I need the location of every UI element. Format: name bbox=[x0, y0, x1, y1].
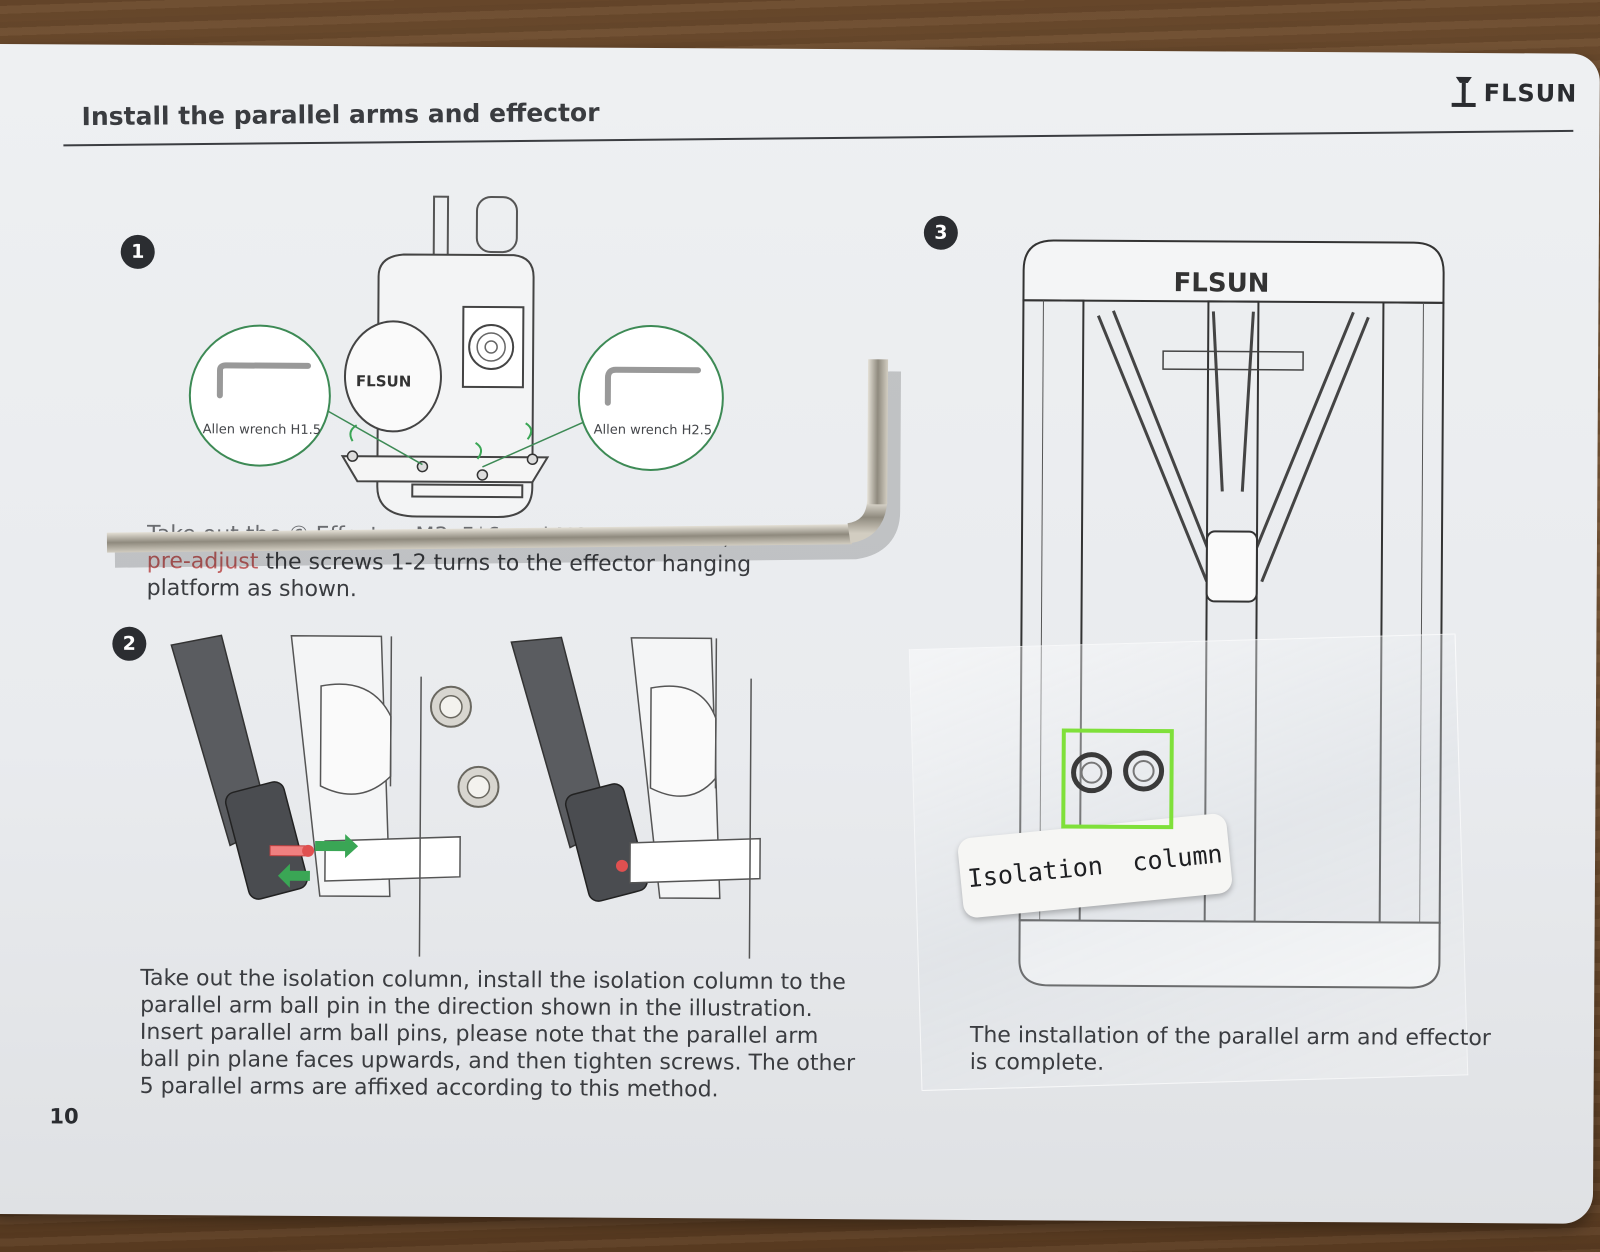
step-3-caption-line-1: The installation of the parallel arm and… bbox=[969, 1022, 1491, 1052]
step-2-caption-line-5: 5 parallel arms are affixed according to… bbox=[139, 1073, 719, 1103]
step-3-printer-illustration: FLSUN bbox=[1018, 239, 1445, 989]
step-3-badge: 3 bbox=[923, 215, 958, 250]
brand-logo: FLSUN bbox=[1450, 73, 1578, 114]
allen-wrench-h2-5-label: Allen wrench H2.5 bbox=[594, 423, 712, 439]
step-2-caption: Take out the isolation column, install t… bbox=[140, 965, 856, 1104]
allen-wrench-object bbox=[106, 359, 902, 568]
allen-wrench-h1-5-label: Allen wrench H1.5 bbox=[203, 422, 321, 438]
printer-brand-mark: FLSUN bbox=[1173, 268, 1269, 299]
step-1-illustration: FLSUN Allen wrench H1.5 Allen wrench H2.… bbox=[188, 195, 724, 519]
tag-word-column: column bbox=[1130, 838, 1224, 877]
manual-page: Install the parallel arms and effector F… bbox=[0, 44, 1600, 1224]
printer-logo-icon bbox=[1451, 76, 1476, 108]
page-number: 10 bbox=[49, 1104, 79, 1129]
page-title: Install the parallel arms and effector bbox=[81, 98, 600, 132]
tag-word-isolation: Isolation bbox=[966, 850, 1104, 893]
effector-brand-mark: FLSUN bbox=[356, 372, 411, 390]
step-1-badge: 1 bbox=[120, 234, 155, 269]
step-2-badge: 2 bbox=[112, 626, 147, 661]
step-2-illustration bbox=[170, 634, 761, 959]
step-3-caption-line-2: is complete. bbox=[969, 1049, 1105, 1076]
isolation-column-parts bbox=[1071, 750, 1165, 794]
step-1-caption-line-3: platform as shown. bbox=[146, 575, 357, 603]
step-3-caption: The installation of the parallel arm and… bbox=[970, 1022, 1491, 1079]
brand-logo-text: FLSUN bbox=[1483, 79, 1578, 108]
title-underline bbox=[63, 129, 1574, 147]
highlight-box bbox=[1061, 728, 1174, 830]
